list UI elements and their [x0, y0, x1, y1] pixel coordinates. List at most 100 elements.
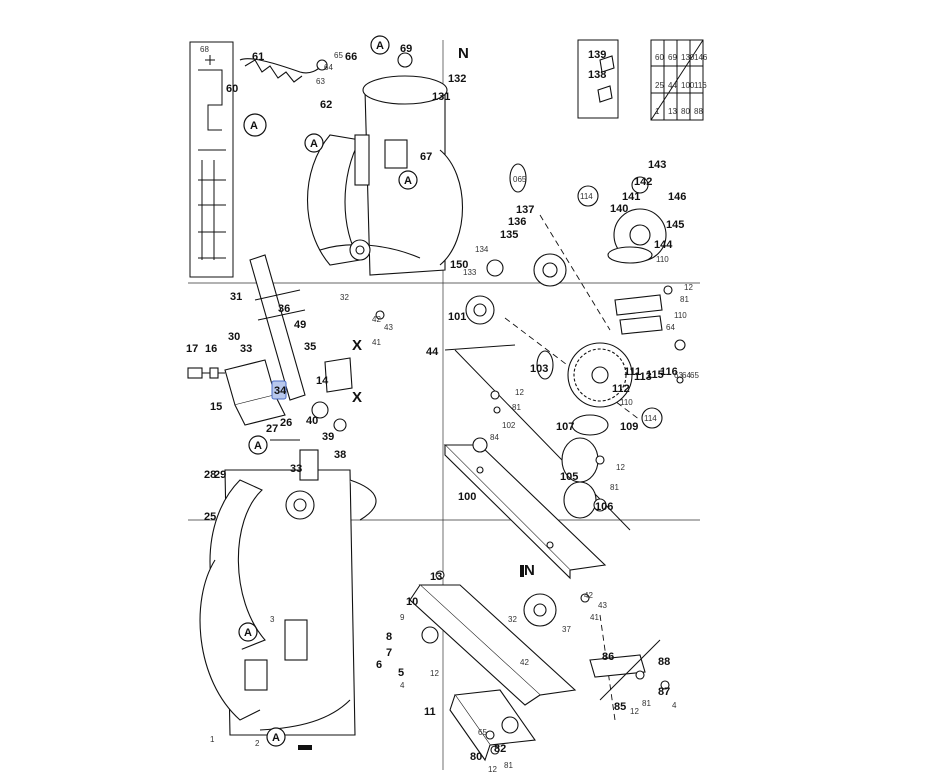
label-112: 112 [612, 383, 630, 395]
direction-mark-n-1: N [458, 45, 469, 62]
label-35: 35 [304, 341, 316, 353]
label-43-b: 43 [598, 601, 607, 610]
detail-box-138-139: 138 139 [577, 39, 619, 119]
label-8: 8 [386, 631, 392, 643]
label-26: 26 [280, 417, 292, 429]
label-80: 80 [470, 751, 482, 763]
label-67: 67 [420, 151, 432, 163]
label-61: 61 [252, 51, 264, 63]
svg-text:114: 114 [580, 192, 593, 201]
label-88: 88 [658, 656, 670, 668]
svg-text:A: A [404, 175, 412, 187]
drive-shaft [444, 253, 631, 531]
svg-text:A: A [244, 627, 252, 639]
label-44: 44 [426, 346, 439, 358]
label-132: 132 [448, 73, 466, 85]
label-12-c: 12 [684, 283, 693, 292]
callout-a-7: A [266, 727, 286, 747]
table-cell: 44 [668, 81, 677, 90]
label-134: 134 [475, 245, 489, 254]
label-12-f: 12 [630, 707, 639, 716]
label-136: 136 [508, 216, 526, 228]
label-16: 16 [205, 343, 217, 355]
label-85: 85 [614, 701, 626, 713]
upper-auger [307, 52, 464, 276]
label-87: 87 [658, 686, 670, 698]
label-4: 4 [400, 681, 405, 690]
label-142: 142 [634, 176, 652, 188]
label-81: 81 [512, 403, 521, 412]
label-41: 41 [372, 338, 381, 347]
label-137: 137 [516, 204, 534, 216]
label-63: 63 [316, 77, 325, 86]
label-42: 42 [372, 315, 381, 324]
label-105: 105 [560, 471, 578, 483]
label-139: 139 [588, 49, 606, 61]
label-30: 30 [228, 331, 240, 343]
svg-text:A: A [310, 138, 318, 150]
label-131: 131 [432, 91, 450, 103]
highlighted-part-34[interactable]: 34 [271, 380, 287, 400]
label-111: 111 [624, 366, 641, 378]
part-labels: 17 16 15 30 33 31 36 49 35 14 40 39 38 2… [186, 43, 699, 774]
table-cell: 116 [694, 81, 707, 90]
label-42-c: 42 [584, 591, 593, 600]
chain-layout-legend: 68 [189, 41, 234, 278]
label-103: 103 [530, 363, 548, 375]
parts-reference-table: 1 25 60 13 44 69 80 100 130 88 116 146 [650, 39, 708, 121]
label-2: 2 [255, 739, 260, 748]
lower-auger [199, 449, 377, 736]
label-41-b: 41 [590, 613, 599, 622]
label-64-c: 64 [666, 323, 675, 332]
label-110: 110 [620, 398, 633, 407]
fasteners [375, 310, 684, 755]
label-63-b: 63 [674, 371, 683, 380]
callout-a-1: A [243, 113, 267, 137]
label-5: 5 [398, 667, 404, 679]
table-cell: 88 [694, 107, 703, 116]
label-7: 7 [386, 647, 392, 659]
label-81-d: 81 [504, 761, 513, 770]
svg-text:A: A [376, 40, 384, 52]
callout-114-mid: 114 [641, 407, 663, 429]
section-mark-x-1: X [352, 337, 362, 354]
label-110-b: 110 [674, 311, 687, 320]
table-cell: 100 [681, 81, 695, 90]
chain-callout: 065 [509, 163, 527, 193]
label-65-b: 65 [690, 371, 699, 380]
callout-a-5: A [248, 435, 268, 455]
label-113: 113 [634, 371, 652, 383]
label-141: 141 [622, 191, 640, 203]
direction-bar-icon [520, 565, 524, 577]
label-3: 3 [270, 615, 275, 624]
label-31: 31 [230, 291, 242, 303]
label-37: 37 [562, 625, 571, 634]
large-sprocket [567, 176, 667, 436]
table-cell: 69 [668, 53, 677, 62]
bearing-block [187, 254, 353, 441]
label-40: 40 [306, 415, 318, 427]
label-107: 107 [556, 421, 574, 433]
direction-mark-n-2: N [524, 562, 535, 579]
label-32-b: 32 [508, 615, 517, 624]
label-60: 60 [226, 83, 238, 95]
label-102: 102 [502, 421, 516, 430]
label-100: 100 [458, 491, 476, 503]
label-115: 115 [646, 369, 664, 381]
label-81-c: 81 [680, 295, 689, 304]
label-64: 64 [324, 63, 333, 72]
tensioner-arm [614, 285, 686, 351]
label-86: 86 [602, 651, 614, 663]
label-12-e: 12 [488, 765, 497, 774]
label-135: 135 [500, 229, 518, 241]
table-cell: 80 [681, 107, 690, 116]
callout-a-4: A [398, 170, 418, 190]
label-62: 62 [320, 99, 332, 111]
label-10: 10 [406, 596, 418, 608]
label-13: 13 [430, 571, 442, 583]
legend-label-68: 68 [200, 45, 209, 54]
label-81-e: 81 [642, 699, 651, 708]
label-144: 144 [654, 239, 673, 251]
label-49: 49 [294, 319, 306, 331]
